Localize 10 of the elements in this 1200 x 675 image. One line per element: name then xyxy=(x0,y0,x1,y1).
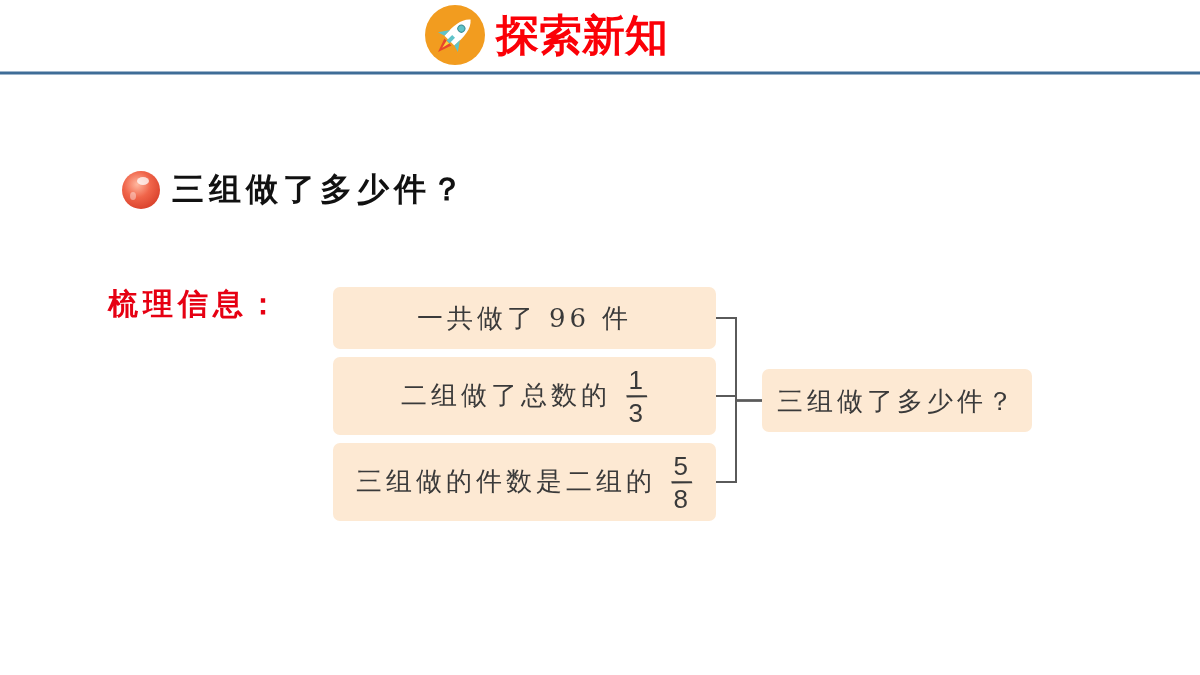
info-box xyxy=(333,357,716,435)
connector-line xyxy=(715,399,763,483)
box-text: 三组做了多少件？ xyxy=(776,384,1018,418)
info-box xyxy=(333,287,716,349)
page-title: 探索新知 xyxy=(496,9,668,61)
box-text: 一共做了 96 件 xyxy=(415,302,634,335)
info-box xyxy=(333,443,716,521)
question-box xyxy=(762,369,1032,432)
section-label: 梳理信息： xyxy=(108,285,283,323)
question-heading: 三组做了多少件？ xyxy=(172,169,468,210)
